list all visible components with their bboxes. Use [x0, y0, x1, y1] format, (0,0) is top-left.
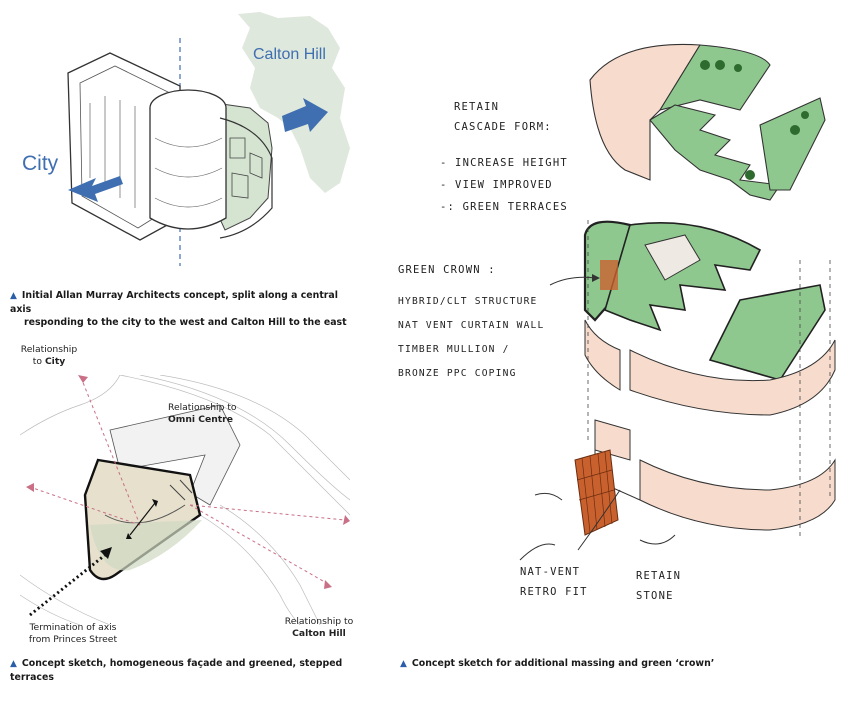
rel-city-bold: City — [44, 356, 66, 367]
caption-site-plan: ▲Concept sketch, homogeneous façade and … — [10, 657, 370, 684]
rel-omni-line2: Omni Centre — [168, 414, 233, 425]
city-label: City — [22, 152, 59, 175]
axis-concept-drawing — [67, 12, 350, 266]
note-nat-vent-line2: RETRO FIT — [520, 586, 588, 598]
note-structure-line4: BRONZE PPC COPING — [398, 368, 517, 379]
sketch-axis-concept: City Calton Hill — [10, 8, 355, 270]
caption-axis-concept: ▲Initial Allan Murray Architects concept… — [10, 289, 355, 329]
rel-calton-line2: Calton Hill — [292, 628, 346, 639]
note-retain-cascade: RETAIN CASCADE FORM: — [454, 97, 552, 137]
caption-massing-text: Concept sketch for additional massing an… — [411, 658, 715, 669]
note-bullet-terraces: -: GREEN TERRACES — [440, 201, 568, 213]
note-retain-stone-line1: RETAIN — [636, 570, 682, 582]
rel-calton-line1: Relationship to — [284, 616, 354, 627]
note-cascade-line: CASCADE FORM: — [454, 121, 552, 133]
caption-site-plan-text: Concept sketch, homogeneous façade and g… — [10, 658, 343, 683]
note-green-crown: GREEN CROWN : — [398, 264, 496, 276]
termination-line1: Termination of axis — [29, 622, 117, 633]
note-bullet-view: - VIEW IMPROVED — [440, 179, 553, 191]
sketch-massing — [500, 20, 850, 580]
note-bullets: - INCREASE HEIGHT - VIEW IMPROVED -: GRE… — [440, 152, 568, 218]
note-structure-line3: TIMBER MULLION / — [398, 344, 510, 355]
caption-axis-line2: responding to the city to the west and C… — [24, 317, 347, 328]
triangle-bullet-icon: ▲ — [10, 659, 17, 669]
note-structure-line1: HYBRID/CLT STRUCTURE — [398, 296, 538, 307]
rel-omni-line1: Relationship to — [168, 402, 237, 413]
label-relationship-city: Relationship to City — [14, 344, 84, 368]
termination-line2: from Princes Street — [28, 634, 118, 645]
note-bullet-height: - INCREASE HEIGHT — [440, 157, 568, 169]
note-retain-stone-line2: STONE — [636, 590, 674, 602]
note-structure: HYBRID/CLT STRUCTURE NAT VENT CURTAIN WA… — [398, 290, 545, 386]
triangle-bullet-icon: ▲ — [10, 291, 17, 301]
caption-axis-line1: Initial Allan Murray Architects concept,… — [10, 290, 338, 315]
triangle-bullet-icon: ▲ — [400, 659, 407, 669]
note-nat-vent: NAT-VENT RETRO FIT — [520, 562, 588, 602]
sketch-site-plan — [19, 374, 351, 626]
label-termination-axis: Termination of axis from Princes Street — [18, 622, 128, 646]
note-structure-line2: NAT VENT CURTAIN WALL — [398, 320, 545, 331]
rel-city-prefix: to — [32, 356, 45, 367]
note-retain-stone: RETAIN STONE — [636, 566, 681, 606]
note-nat-vent-line1: NAT-VENT — [520, 566, 581, 578]
massing-drawing — [519, 43, 836, 561]
caption-massing: ▲ Concept sketch for additional massing a… — [400, 657, 820, 671]
site-plan-drawing — [19, 374, 351, 626]
calton-hill-label: Calton Hill — [253, 46, 326, 63]
rel-city-line1: Relationship — [20, 344, 78, 355]
label-relationship-omni: Relationship to Omni Centre — [168, 402, 248, 426]
label-relationship-calton: Relationship to Calton Hill — [274, 616, 364, 640]
note-retain-line: RETAIN — [454, 101, 500, 113]
